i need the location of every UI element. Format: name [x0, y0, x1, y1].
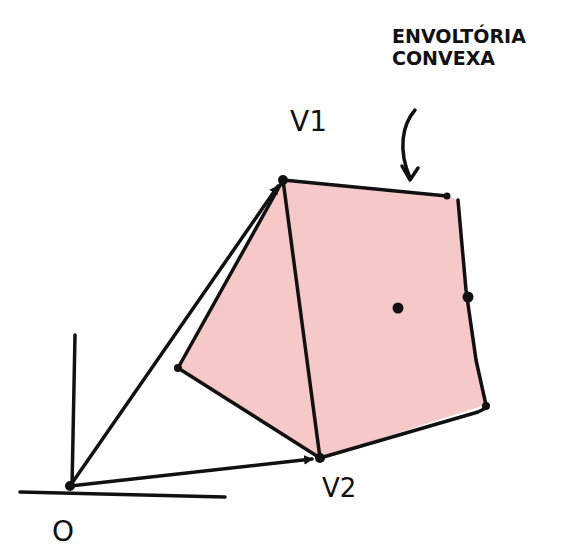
hull-edge: [320, 408, 486, 458]
hull-edge: [178, 368, 320, 458]
origin-dot: [65, 481, 75, 491]
hull-edge: [283, 180, 447, 196]
x-axis: [20, 492, 225, 497]
callout-label: ENVOLTÓRIA CONVEXA: [392, 26, 542, 70]
hull-fill: [178, 180, 485, 458]
y-axis: [72, 335, 75, 488]
inner-edge: [283, 180, 320, 458]
point-dot: [463, 292, 474, 303]
point-dot: [444, 193, 451, 200]
point-dot: [393, 303, 404, 314]
vertex-dot: [315, 453, 325, 463]
point-dot: [174, 364, 182, 372]
vertex-dot: [278, 175, 288, 185]
vector-v2: [70, 459, 312, 486]
vertex-label: V1: [290, 106, 350, 138]
point-dot: [482, 402, 490, 410]
hull-edge: [178, 180, 283, 368]
vertex-label: V2: [322, 474, 382, 504]
callout-arrowhead: [402, 166, 418, 180]
origin-label: O: [52, 516, 92, 548]
vector-v1: [70, 186, 278, 486]
hull-edge: [458, 200, 486, 405]
